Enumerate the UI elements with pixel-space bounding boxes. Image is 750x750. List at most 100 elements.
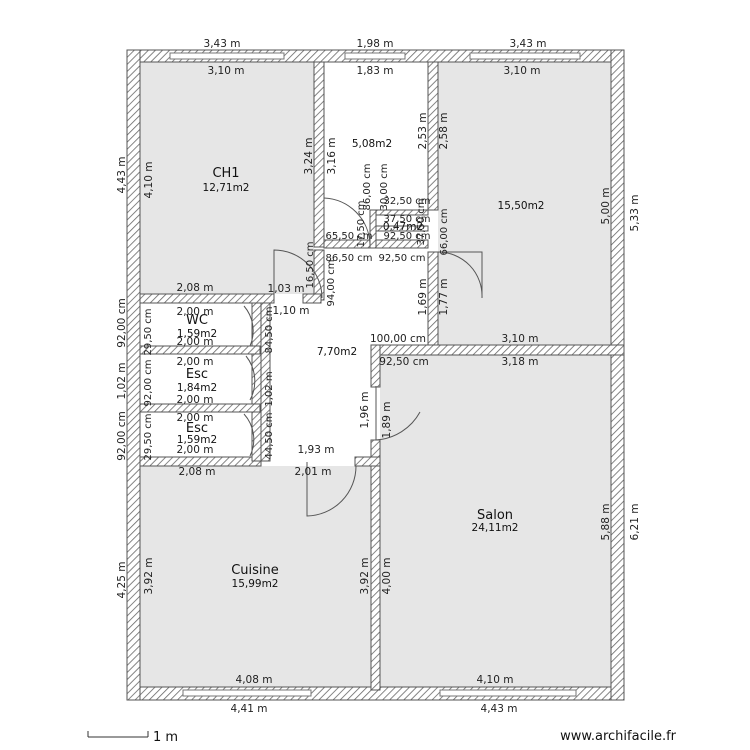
room-area-ch2: 15,50m2 [498,200,545,212]
room-name-salon: Salon [477,508,513,523]
dim-left-int-1: 4,10 m [143,162,155,199]
dim-c11: 37,50 cm [416,198,427,245]
dim-left-ext-4: 92,00 cm [116,411,128,460]
room-area-hall: 7,70m2 [317,346,357,358]
doors [243,197,483,517]
room-ch1 [140,62,314,294]
dim-salon-top1: 100,00 cm [370,333,426,345]
room-area-esc2: 1,59m2 [177,434,217,446]
dim-wc-top: 2,00 m [177,306,214,318]
dim-hall-16: 16,50 cm [305,241,316,288]
dim-salon-400: 4,00 m [381,558,393,595]
wall-cuisine-top-right [354,456,381,467]
dim-salon-top2: 92,50 cm [379,356,428,368]
dim-small-inner-l: 3,16 m [326,138,338,175]
room-floors [140,62,611,687]
dim-bot-ext-2: 4,43 m [481,703,518,715]
dim-c6: 37,50 cm [383,214,430,225]
dim-bot-int-1: 4,08 m [236,674,273,686]
dim-salon-top3: 3,18 m [502,356,539,368]
dim-right-ext-1: 5,33 m [629,195,641,232]
room-name-ch1: CH1 [212,166,239,181]
room-area-wc: 1,59m2 [177,328,217,340]
room-area-small: 5,08m2 [352,138,392,150]
door-cuisine [306,462,357,517]
scale-label: 1 m [153,730,178,745]
dim-bot-int-2: 4,10 m [477,674,514,686]
room-labels: CH1 12,71m2 5,08m2 15,50m2 0,47m2 WC 1,5… [177,138,545,590]
dim-esc1-top: 2,00 m [177,356,214,368]
dim-cuisine-392: 3,92 m [359,558,371,595]
dim-right-ext-2: 6,21 m [629,504,641,541]
door-wc [243,305,254,347]
dimension-labels-horizontal: 3,43 m 1,98 m 3,43 m 3,10 m 1,83 m 3,10 … [177,38,547,715]
wall-closet-top [375,209,429,216]
door-esc2 [243,413,255,457]
room-area-ch1: 12,71m2 [203,182,250,194]
wall-wc-bottom [139,345,261,355]
room-name-esc1: Esc [186,367,208,382]
door-ch1 [273,249,323,299]
room-name-wc: WC [186,313,208,328]
wall-ch2-left-upper [427,61,439,211]
dim-hall-102: 1,02 m [264,371,275,406]
dim-esc1-side: 92,00 cm [143,359,154,406]
wall-closet-mid [375,225,429,232]
dim-esc1-bot: 2,00 m [177,394,214,406]
scale-bar: 1 m [87,730,178,745]
wall-salon-left-lower [370,439,381,691]
dim-c1: 65,50 cm [325,231,372,242]
room-name-esc2: Esc [186,421,208,436]
dim-hall-201: 2,01 m [295,466,332,478]
dim-left-int-2: 3,92 m [143,558,155,595]
wall-ch2-left-lower [427,251,439,351]
windows [169,52,581,697]
dim-c10: 30,00 cm [379,163,390,210]
dim-c2: 86,50 cm [325,253,372,264]
dim-c8: 66,00 cm [439,208,450,255]
dim-esc2-side: 29,50 cm [143,413,154,460]
dim-ch1-bottom: 2,08 m [177,282,214,294]
dim-ch2-bottom: 3,10 m [502,333,539,345]
room-area-salon: 24,11m2 [472,522,519,534]
dim-top-ext-1: 3,43 m [204,38,241,50]
dim-ch2-169: 1,69 m [417,279,429,316]
room-ch2 [438,62,611,345]
wall-salon-top [370,344,625,356]
door-small [323,197,371,245]
dim-c4: 92,50 cm [383,231,430,242]
dim-c9: 86,00 cm [362,163,373,210]
room-name-cuisine: Cuisine [231,563,279,578]
door-salon [375,386,421,441]
dim-cuisine-top: 2,08 m [179,466,216,478]
watermark: www.archifacile.fr [560,729,676,744]
dim-left-ext-5: 4,25 m [116,562,128,599]
wall-ch1-bottom-left [139,293,275,304]
dim-hall-196: 1,96 m [359,392,371,429]
dim-hall-84: 84,50 cm [264,306,275,353]
room-area-cuisine: 15,99m2 [232,578,279,590]
dim-esc2-bot: 2,00 m [177,444,214,456]
dim-left-ext-3: 1,02 m [116,363,128,400]
window-small [344,52,406,60]
dim-hall-94: 94,00 cm [326,259,337,306]
room-area-esc1: 1,84m2 [177,382,217,394]
dim-ch1-door: 1,03 m [268,283,305,295]
window-ch1 [169,52,285,60]
dim-top-int-3: 3,10 m [504,65,541,77]
wall-closet-left [369,209,377,249]
dim-c7: 17,50 cm [356,200,367,247]
dim-wc-side: 29,50 cm [143,308,154,355]
wall-ch1-right-upper [313,61,325,248]
dim-bot-ext-1: 4,41 m [231,703,268,715]
dim-right-int-1: 5,00 m [600,188,612,225]
room-cuisine [140,466,371,687]
dim-top-int-2: 1,83 m [357,65,394,77]
dim-left-ext-1: 4,43 m [116,157,128,194]
dim-top-ext-3: 3,43 m [510,38,547,50]
window-salon [439,689,577,697]
dim-top-ext-2: 1,98 m [357,38,394,50]
room-salon [380,355,611,687]
wall-right [610,49,625,701]
